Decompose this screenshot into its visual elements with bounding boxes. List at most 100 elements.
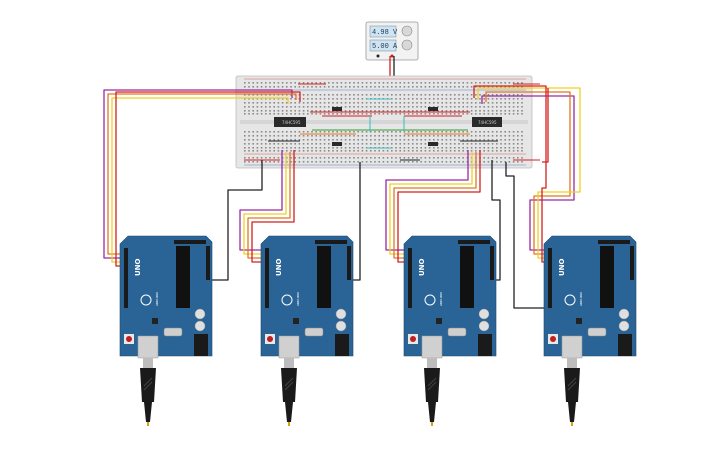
small-chip: [293, 318, 299, 324]
usb-plug: [567, 358, 577, 368]
usb-cable-connector[interactable]: [281, 368, 297, 402]
component[interactable]: [428, 142, 438, 146]
usb-port[interactable]: [561, 335, 583, 359]
usb-cable: [568, 402, 576, 422]
usb-plug: [143, 358, 153, 368]
usb-cable-connector[interactable]: [564, 368, 580, 402]
chip-label: 74HC595: [282, 120, 301, 125]
microcontroller-chip: [317, 246, 331, 308]
reset-button[interactable]: [410, 336, 416, 342]
small-chip: [576, 318, 582, 324]
signal-wires: [103, 85, 581, 309]
pin-header[interactable]: [124, 248, 128, 308]
reset-button[interactable]: [550, 336, 556, 342]
chip-label: 74HC595: [478, 120, 497, 125]
usb-cable-end: [571, 422, 573, 426]
current-display: [369, 39, 397, 52]
usb-cable: [285, 402, 293, 422]
negative-terminal[interactable]: [376, 54, 380, 58]
usb-grip-lines: [143, 377, 153, 391]
capacitor: [618, 320, 630, 332]
microcontroller-chip: [600, 246, 614, 308]
voltage-readout: 4.98 V: [372, 29, 398, 37]
brand-label: ARDUINO: [439, 291, 443, 306]
voltage-display: [369, 25, 397, 38]
breadboard-jumper-wires: [244, 83, 540, 161]
power-header[interactable]: [347, 246, 351, 280]
power-jack[interactable]: [335, 334, 349, 356]
current-readout: 5.00 A: [372, 43, 398, 51]
reset-button[interactable]: [126, 336, 132, 342]
usb-plug: [284, 358, 294, 368]
usb-port[interactable]: [421, 335, 443, 359]
usb-port[interactable]: [278, 335, 300, 359]
arduino-logo-icon: [140, 294, 152, 306]
arduino-logo-icon: [281, 294, 293, 306]
usb-cable-connector[interactable]: [140, 368, 156, 402]
pin-header[interactable]: [548, 248, 552, 308]
capacitor: [478, 308, 490, 320]
small-chip: [152, 318, 158, 324]
crystal: [447, 327, 467, 337]
usb-grip-lines: [284, 377, 294, 391]
digital-header[interactable]: [458, 240, 490, 244]
arduino-uno-board[interactable]: UNO ARDUINO: [260, 235, 354, 426]
capacitor: [194, 320, 206, 332]
usb-grip-lines: [567, 377, 577, 391]
arduino-uno-board[interactable]: UNO ARDUINO: [543, 235, 637, 426]
arduino-uno-board[interactable]: UNO ARDUINO: [119, 235, 213, 426]
board-label: UNO: [558, 258, 566, 276]
usb-cable: [144, 402, 152, 422]
pin-header[interactable]: [265, 248, 269, 308]
brand-label: ARDUINO: [296, 291, 300, 306]
component[interactable]: [332, 107, 342, 111]
power-header[interactable]: [630, 246, 634, 280]
arduino-uno-board[interactable]: UNO ARDUINO: [403, 235, 497, 426]
usb-port[interactable]: [137, 335, 159, 359]
microcontroller-chip: [460, 246, 474, 308]
board-label: UNO: [275, 258, 283, 276]
power-jack[interactable]: [618, 334, 632, 356]
digital-header[interactable]: [174, 240, 206, 244]
reset-button[interactable]: [267, 336, 273, 342]
power-header[interactable]: [206, 246, 210, 280]
usb-cable-connector[interactable]: [424, 368, 440, 402]
usb-cable-end: [147, 422, 149, 426]
capacitor: [478, 320, 490, 332]
capacitor: [335, 308, 347, 320]
digital-header[interactable]: [315, 240, 347, 244]
usb-cable-end: [431, 422, 433, 426]
pin-header[interactable]: [408, 248, 412, 308]
board-label: UNO: [418, 258, 426, 276]
brand-label: ARDUINO: [579, 291, 583, 306]
brand-label: ARDUINO: [155, 291, 159, 306]
power-header[interactable]: [490, 246, 494, 280]
component[interactable]: [332, 142, 342, 146]
positive-terminal[interactable]: [390, 54, 394, 58]
digital-header[interactable]: [598, 240, 630, 244]
crystal: [587, 327, 607, 337]
small-chip: [436, 318, 442, 324]
power-supply[interactable]: 4.98 V 5.00 A: [365, 21, 419, 61]
current-knob[interactable]: [401, 39, 413, 51]
usb-cable: [428, 402, 436, 422]
board-label: UNO: [134, 258, 142, 276]
crystal: [304, 327, 324, 337]
usb-cable-end: [288, 422, 290, 426]
microcontroller-chip: [176, 246, 190, 308]
power-jack[interactable]: [478, 334, 492, 356]
voltage-knob[interactable]: [401, 25, 413, 37]
shift-register-chip-right[interactable]: 74HC595: [472, 117, 502, 127]
shift-register-chip-left[interactable]: 74HC595: [274, 117, 306, 127]
arduino-logo-icon: [424, 294, 436, 306]
power-jack[interactable]: [194, 334, 208, 356]
capacitor: [194, 308, 206, 320]
capacitor: [618, 308, 630, 320]
usb-plug: [427, 358, 437, 368]
component[interactable]: [428, 107, 438, 111]
crystal: [163, 327, 183, 337]
capacitor: [335, 320, 347, 332]
usb-grip-lines: [427, 377, 437, 391]
arduino-logo-icon: [564, 294, 576, 306]
